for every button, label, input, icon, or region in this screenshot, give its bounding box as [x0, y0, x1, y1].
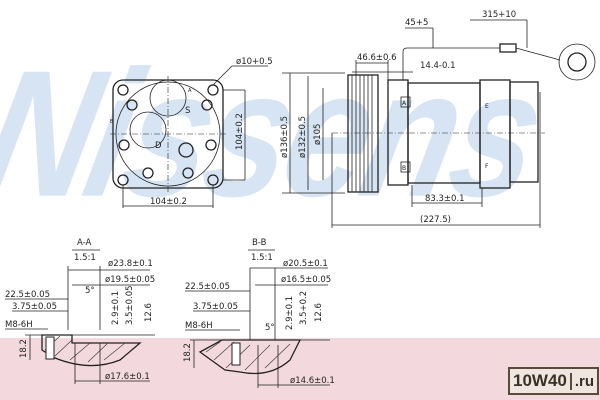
angle-label: 5° [85, 286, 95, 296]
port-label-b: B [402, 165, 406, 172]
dim-d5: ø14.6±0.1 [290, 376, 335, 386]
port-label-e: E [485, 103, 489, 110]
section-scale: 1.5:1 [251, 253, 273, 263]
section-a-a: A-A 1.5:1 ø23.8±0.1 ø19.5±0.05 22.5±0.05… [5, 238, 155, 384]
port-label-f: F [485, 163, 489, 170]
front-view: S D A B 104±0.2 104±0.2 ø10+0.5 [110, 57, 273, 208]
dim-v1: 2.9±0.1 [285, 296, 295, 330]
dim-h: 18.2 [183, 343, 193, 362]
dim-d4: 3.75±0.05 [12, 302, 57, 312]
port-label-b: B [110, 119, 114, 125]
dim-46-6: 46.6±0.6 [357, 53, 397, 63]
section-title: A-A [77, 238, 92, 248]
dim-front-height: 104±0.2 [235, 113, 245, 150]
dim-d2: ø19.5±0.05 [105, 275, 155, 285]
dim-14-4: 14.4-0.1 [420, 61, 456, 71]
port-label-s: S [185, 106, 190, 116]
thread-label: M8-6H [5, 320, 33, 330]
dim-d3: 22.5±0.05 [185, 282, 230, 292]
dim-v3: 12.6 [314, 303, 324, 322]
port-label-a: A [188, 88, 192, 94]
dim-dia-132: ø132±0.5 [298, 116, 308, 158]
dim-v1: 2.9±0.1 [111, 291, 121, 325]
dim-45: 45+5 [405, 18, 428, 28]
dim-v2: 3.5±0.05 [125, 285, 135, 325]
dim-hole-dia: ø10+0.5 [236, 57, 273, 67]
dim-227-5: (227.5) [420, 215, 451, 225]
dim-v3: 12.6 [144, 303, 154, 322]
dim-dia-105: ø105 [313, 124, 323, 145]
dim-h: 18.2 [19, 339, 29, 358]
logo-main: 10W40 [513, 371, 567, 390]
dim-d3: 22.5±0.05 [5, 290, 50, 300]
site-logo-badge: 10W40 .ru [508, 367, 600, 395]
dim-315: 315+10 [482, 10, 516, 20]
dim-d4: 3.75±0.05 [193, 302, 238, 312]
dim-v2: 3.5+0.2 [299, 291, 309, 325]
dim-front-width: 104±0.2 [150, 197, 187, 207]
port-label-a: A [402, 100, 407, 107]
section-b-b: B-B 1.5:1 ø20.5±0.1 ø16.5±0.05 22.5±0.05… [183, 238, 335, 388]
dim-d1: ø20.5±0.1 [283, 259, 328, 269]
dim-d2: ø16.5±0.05 [281, 275, 331, 285]
angle-label: 5° [265, 323, 275, 333]
section-title: B-B [252, 238, 267, 248]
dim-d1: ø23.8±0.1 [108, 259, 153, 269]
side-view: ø136±0.5 ø132±0.5 ø105 A B E F 46.6±0.6 … [280, 10, 596, 228]
logo-tld: .ru [569, 372, 594, 390]
section-scale: 1.5:1 [74, 253, 96, 263]
dim-dia-136: ø136±0.5 [280, 116, 290, 158]
port-label-d: D [155, 141, 162, 151]
thread-label: M8-6H [185, 321, 213, 331]
dim-d5: ø17.6±0.1 [105, 372, 150, 382]
dim-83-3: 83.3±0.1 [425, 194, 465, 204]
